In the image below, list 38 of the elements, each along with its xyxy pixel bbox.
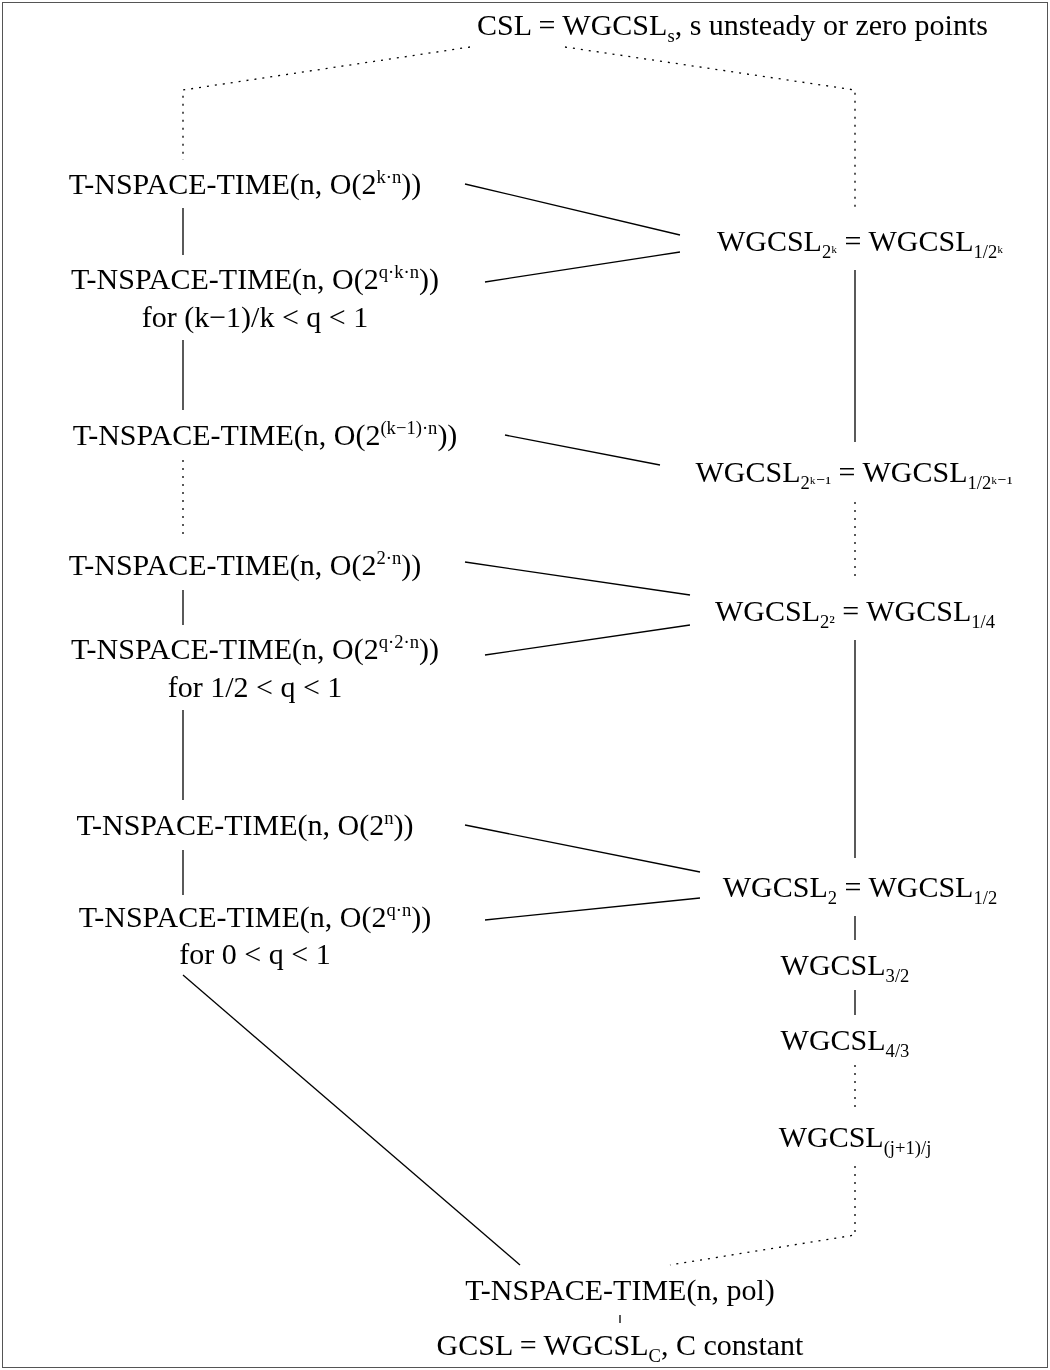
connector-line — [484, 251, 681, 283]
formula-text: T-NSPACE-TIME(n, O(2$^{q·2·n}$)) — [70, 630, 440, 667]
formula-text: WGCSL$_{2²}$ = WGCSL$_{1/4}$ — [715, 593, 995, 630]
formula-text: T-NSPACE-TIME(n, O(2$^{q·k·n}$)) — [70, 260, 440, 297]
connector-line — [182, 709, 184, 801]
formula-text: T-NSPACE-TIME(n, O(2$^{q·n}$)) — [78, 897, 432, 935]
formula-text: T-NSPACE-TIME(n, O(2$^{k·n}$)) — [68, 165, 422, 203]
connector-line — [464, 824, 701, 873]
condition-text: for (k−1)/k < q < 1 — [141, 298, 369, 335]
connector-line — [854, 989, 856, 1016]
formula-text: T-NSPACE-TIME(n, pol) — [465, 1272, 775, 1309]
formula-text: WGCSL$_{2ᵏ}$ = WGCSL$_{1/2ᵏ}$ — [716, 223, 1004, 260]
connector-line — [504, 434, 661, 466]
connector-line — [464, 561, 691, 596]
connector-line — [182, 207, 184, 256]
connector-line — [854, 639, 856, 859]
formula-text: WGCSL$_{3/2}$ — [780, 947, 910, 984]
connector-line — [854, 915, 856, 941]
connector-line — [854, 269, 856, 443]
formula-text: WGCSL$_{2ᵏ⁻¹}$ = WGCSL$_{1/2ᵏ⁻¹}$ — [695, 454, 1013, 491]
connector-line — [484, 897, 701, 921]
formula-text: T-NSPACE-TIME(n, O(2$^{(k−1)·n}$)) — [72, 416, 458, 454]
connector-line — [484, 624, 691, 656]
connector-line — [182, 339, 184, 411]
condition-text: for 1/2 < q < 1 — [167, 668, 343, 705]
formula-text: GCSL = WGCSL$_{C}$, C constant — [436, 1327, 804, 1364]
formula-text: CSL = WGCSL$_{s}$, s unsteady or zero points — [477, 7, 988, 44]
formula-text: T-NSPACE-TIME(n, O(2$^{n}$)) — [76, 806, 414, 844]
formula-text: T-NSPACE-TIME(n, O(2$^{2·n}$)) — [68, 546, 422, 584]
connector-line — [464, 183, 681, 236]
condition-text: for 0 < q < 1 — [179, 936, 331, 972]
connector-line — [182, 589, 184, 626]
formula-text: WGCSL$_{4/3}$ — [780, 1022, 910, 1059]
connector-line — [182, 849, 184, 896]
formula-text: WGCSL$_{(j+1)/j}$ — [778, 1119, 932, 1156]
connector-line — [182, 974, 521, 1266]
formula-text: WGCSL$_{2}$ = WGCSL$_{1/2}$ — [722, 869, 998, 906]
connector-line — [619, 1314, 621, 1324]
